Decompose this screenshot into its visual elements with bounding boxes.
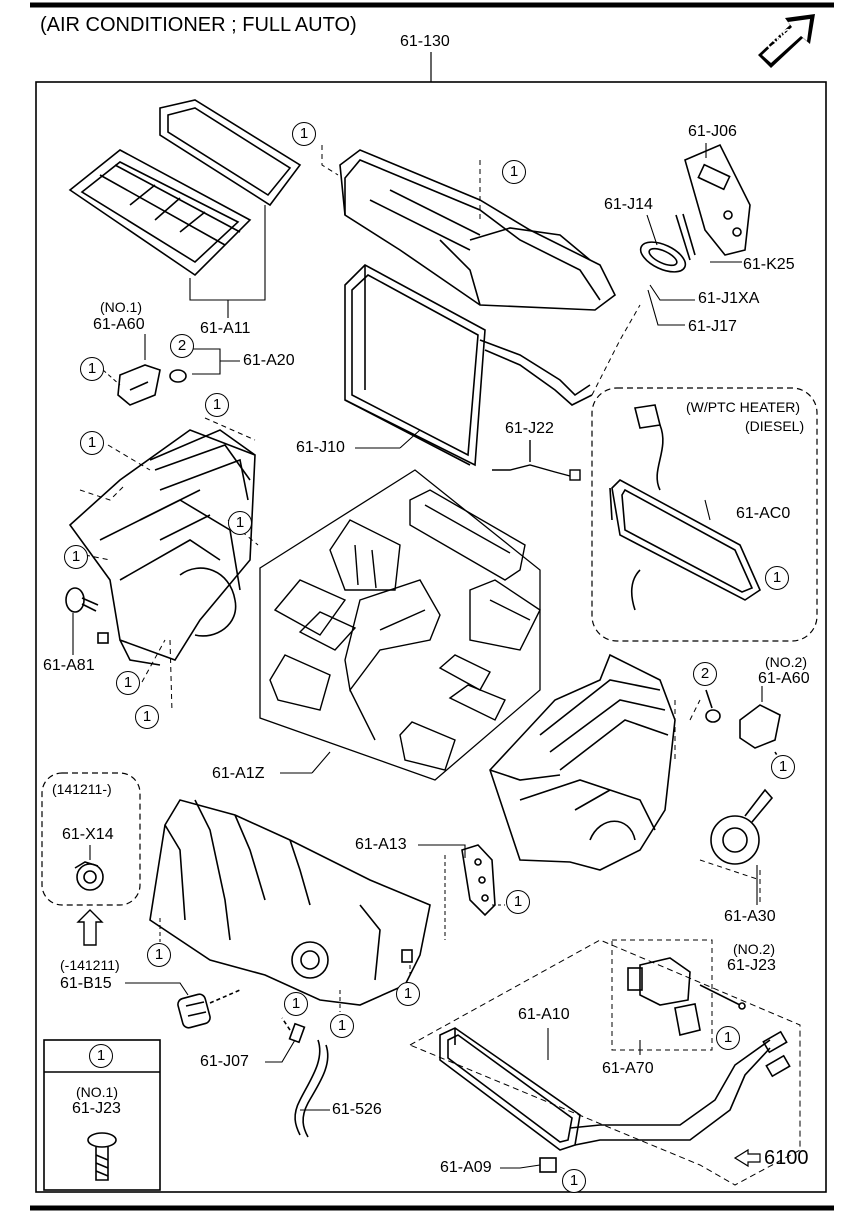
- part-label-j1xa: 61-J1XA: [698, 290, 760, 307]
- part-label-j14: 61-J14: [604, 196, 653, 213]
- a1z-frame: [259, 469, 541, 781]
- motor-b15-drawing: [177, 989, 241, 1029]
- part-label-526: 61-526: [332, 1101, 382, 1118]
- part-label-a70: 61-A70: [602, 1060, 654, 1077]
- part-label-a09: 61-A09: [440, 1159, 492, 1176]
- part-label-ac0: 61-AC0: [736, 505, 791, 522]
- part-label-a60: 61-A60: [93, 316, 145, 333]
- callout-1: 1: [292, 122, 316, 146]
- part-label-a81: 61-A81: [43, 657, 95, 674]
- assembly-ref-label: 61-130: [400, 33, 450, 50]
- callout-2: 2: [170, 334, 194, 358]
- part-label-j10: 61-J10: [296, 439, 345, 456]
- part-label-a11: 61-A11: [200, 320, 251, 337]
- callout-1: 1: [562, 1169, 586, 1193]
- part-label-a10: 61-A10: [518, 1006, 570, 1023]
- fwd-arrow-icon: [758, 14, 815, 68]
- callout-1: 1: [116, 671, 140, 695]
- part-label-j22: 61-J22: [505, 420, 554, 437]
- callout-1: 1: [396, 982, 420, 1006]
- dash-1: [321, 145, 339, 176]
- ptc-heater-drawing: [609, 404, 762, 611]
- part-label-a60b: 61-A60: [758, 670, 810, 687]
- ref-arrow-icon: [733, 1148, 761, 1168]
- x14-box: [41, 772, 141, 906]
- ref-label-6100: 6100: [764, 1147, 809, 1169]
- sensor-j22-drawing: [492, 440, 581, 481]
- a70-box: [611, 939, 713, 1051]
- part-label-b15: 61-B15: [60, 975, 112, 992]
- callout-1: 1: [64, 545, 88, 569]
- ptc-note-2: (DIESEL): [745, 418, 805, 434]
- callout-1: 1: [330, 1014, 354, 1038]
- right-unit-dashes: [674, 699, 761, 905]
- part-label-a13: 61-A13: [355, 836, 407, 853]
- callout-1: 1: [506, 890, 530, 914]
- callout-1: 1: [502, 160, 526, 184]
- part-label-j07: 61-J07: [200, 1053, 249, 1070]
- a1z-doors-drawing: [269, 489, 541, 771]
- lower-case-drawing: [149, 799, 431, 1006]
- up-arrow-icon: [76, 909, 104, 946]
- callout-1: 1: [284, 992, 308, 1016]
- connector-j14-drawing: [639, 213, 696, 273]
- part-note-j23b: (NO.2): [733, 941, 775, 957]
- part-note-a60: (NO.1): [100, 299, 142, 315]
- left-unit-dashes: [79, 417, 259, 713]
- legend-note: (NO.1): [76, 1084, 118, 1100]
- part-note-a60b: (NO.2): [765, 654, 807, 670]
- callout-1: 1: [228, 511, 252, 535]
- callout-1: 1: [716, 1026, 740, 1050]
- callout-1: 1: [205, 393, 229, 417]
- date-note-2: (-141211): [60, 957, 120, 973]
- legend-box: [43, 1039, 161, 1191]
- callout-1: 1: [80, 357, 104, 381]
- callout-1: 1: [80, 431, 104, 455]
- ptc-heater-box: [591, 387, 818, 642]
- part-label-j06: 61-J06: [688, 123, 737, 140]
- legend-symbol: 1: [89, 1044, 113, 1068]
- part-label-j17: 61-J17: [688, 318, 737, 335]
- callout-1: 1: [771, 755, 795, 779]
- actuator-a60-drawing: [117, 364, 187, 406]
- a11-leader: [189, 205, 266, 301]
- part-label-x14: 61-X14: [62, 826, 114, 843]
- connector-a70-drawing: [627, 957, 746, 1036]
- callout-1: 1: [135, 705, 159, 729]
- part-label-a1z: 61-A1Z: [212, 765, 265, 782]
- upper-case-drawing: [339, 149, 617, 311]
- legend-part: 61-J23: [72, 1100, 121, 1117]
- heater-dash-frame: [408, 939, 801, 1186]
- heater-core-drawing: [439, 1027, 791, 1173]
- part-label-k25: 61-K25: [743, 256, 795, 273]
- evaporator-drawing: [344, 264, 593, 467]
- callout-1: 1: [147, 943, 171, 967]
- actuator-a60b-drawing: [705, 689, 783, 764]
- air-filter-drawing: [68, 99, 302, 277]
- left-unit-drawing: [68, 429, 256, 666]
- callout-1: 1: [765, 566, 789, 590]
- bracket-a13-drawing: [461, 844, 496, 917]
- callout-2: 2: [693, 662, 717, 686]
- part-label-a20: 61-A20: [243, 352, 295, 369]
- right-unit-drawing: [489, 653, 676, 871]
- bracket-j06-drawing: [684, 143, 751, 256]
- part-label-a30: 61-A30: [724, 908, 776, 925]
- page-title: (AIR CONDITIONER ; FULL AUTO): [40, 14, 357, 36]
- ptc-note-1: (W/PTC HEATER): [686, 399, 801, 415]
- motor-a81-drawing: [65, 587, 109, 644]
- x14-drawing: [74, 861, 104, 891]
- motor-a30-drawing: [710, 788, 774, 865]
- drain-hose-drawing: [281, 1017, 329, 1138]
- part-label-j23b: 61-J23: [727, 957, 776, 974]
- date-note-1: (141211-): [52, 781, 112, 797]
